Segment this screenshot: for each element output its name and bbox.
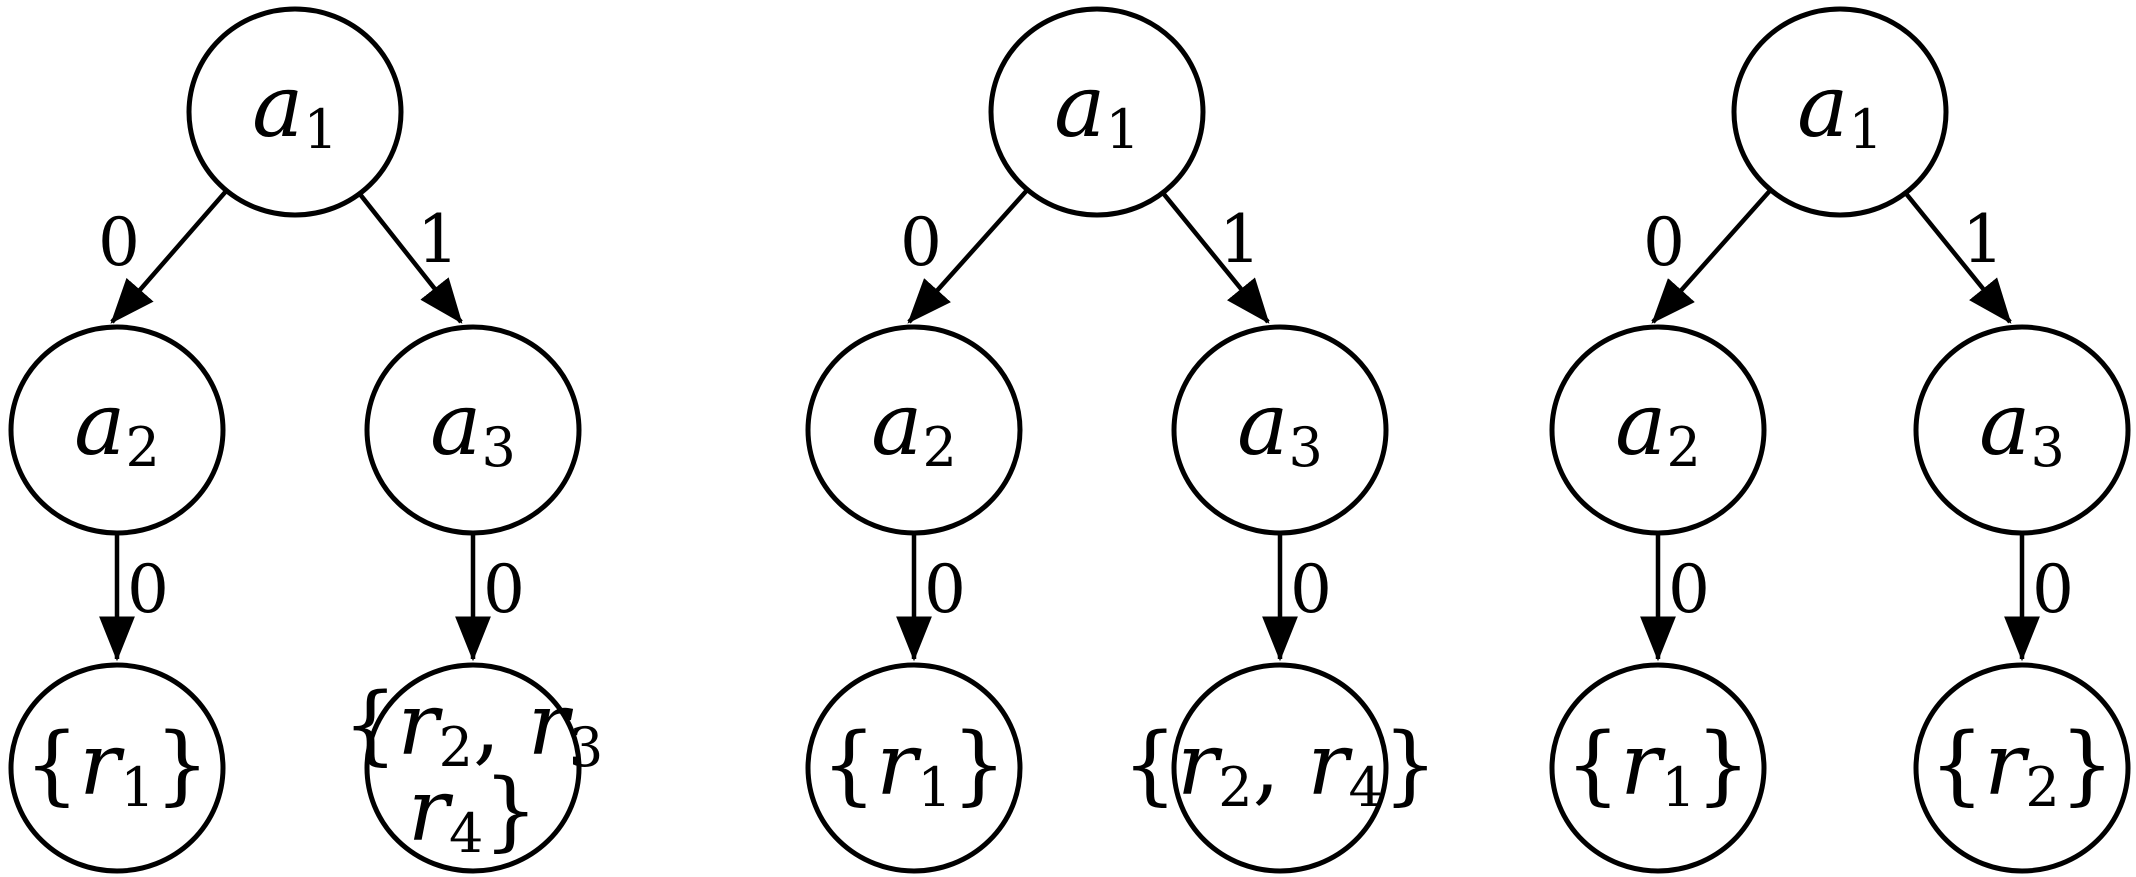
- tree-1-edge-root-right-label: 1: [417, 201, 459, 278]
- tree-2-root-label: a1: [1054, 57, 1140, 161]
- tree-1-right-leaf-label-line2: r4}: [408, 761, 538, 865]
- tree-3-edge-right-down-label: 0: [2032, 551, 2074, 628]
- tree-1-right-leaf-label-line1: {r2, r3: [343, 675, 603, 779]
- tree-3-edge-root-right-label: 1: [1962, 201, 2004, 278]
- tree-2-right-leaf-node: [1171, 662, 1389, 874]
- tree-3-right-child-node: [1913, 324, 2131, 536]
- tree-1-root-node: [186, 6, 404, 218]
- tree-2-right-leaf-label-line1: {r2, r4}: [1122, 715, 1437, 819]
- tree-1-left-leaf-node: [8, 662, 226, 874]
- tree-3-left-child-label: a2: [1615, 375, 1701, 479]
- tree-2-left-leaf-label-line1: {r1}: [822, 715, 1007, 819]
- tree-1-right-leaf-node: [364, 662, 582, 874]
- tree-2-root-node: [988, 6, 1206, 218]
- tree-1-left-child-node: [8, 324, 226, 536]
- tree-2-edge-right-down-label: 0: [1290, 551, 1332, 628]
- tree-3-edge-left-down-label: 0: [1668, 551, 1710, 628]
- tree-3: 0 1 0 0 a1 a2 a3 {r1} {r2}: [1549, 6, 2131, 874]
- tree-2-right-child-node: [1171, 324, 1389, 536]
- tree-2-edge-left-down-label: 0: [924, 551, 966, 628]
- tree-1-right-child-label: a3: [430, 375, 516, 479]
- tree-3-right-child-label: a3: [1979, 375, 2065, 479]
- tree-2: 0 1 0 0 a1 a2 a3 {r1} {r2, r4}: [805, 6, 1438, 874]
- tree-2-left-child-label: a2: [871, 375, 957, 479]
- tree-3-edge-root-left-label: 0: [1643, 204, 1685, 281]
- tree-2-edge-root-right-label: 1: [1219, 201, 1261, 278]
- tree-3-root-node: [1731, 6, 1949, 218]
- tree-1-edge-right-down-label: 0: [483, 551, 525, 628]
- tree-2-left-child-node: [805, 324, 1023, 536]
- tree-1-edge-root-left-label: 0: [98, 204, 140, 281]
- tree-3-right-leaf-label-line1: {r2}: [1930, 715, 2115, 819]
- tree-2-edge-root-left-label: 0: [900, 204, 942, 281]
- tree-3-right-leaf-node: [1913, 662, 2131, 874]
- tree-3-left-leaf-node: [1549, 662, 1767, 874]
- tree-1-right-child-node: [364, 324, 582, 536]
- tree-1-root-label: a1: [252, 57, 338, 161]
- tree-1-edge-left-down-label: 0: [127, 551, 169, 628]
- tree-3-left-leaf-label-line1: {r1}: [1566, 715, 1751, 819]
- tree-1-left-child-label: a2: [74, 375, 160, 479]
- tree-1-left-leaf-label-line1: {r1}: [25, 715, 210, 819]
- tree-2-right-child-label: a3: [1237, 375, 1323, 479]
- tree-2-left-leaf-node: [805, 662, 1023, 874]
- tree-3-left-child-node: [1549, 324, 1767, 536]
- tree-3-root-label: a1: [1797, 57, 1883, 161]
